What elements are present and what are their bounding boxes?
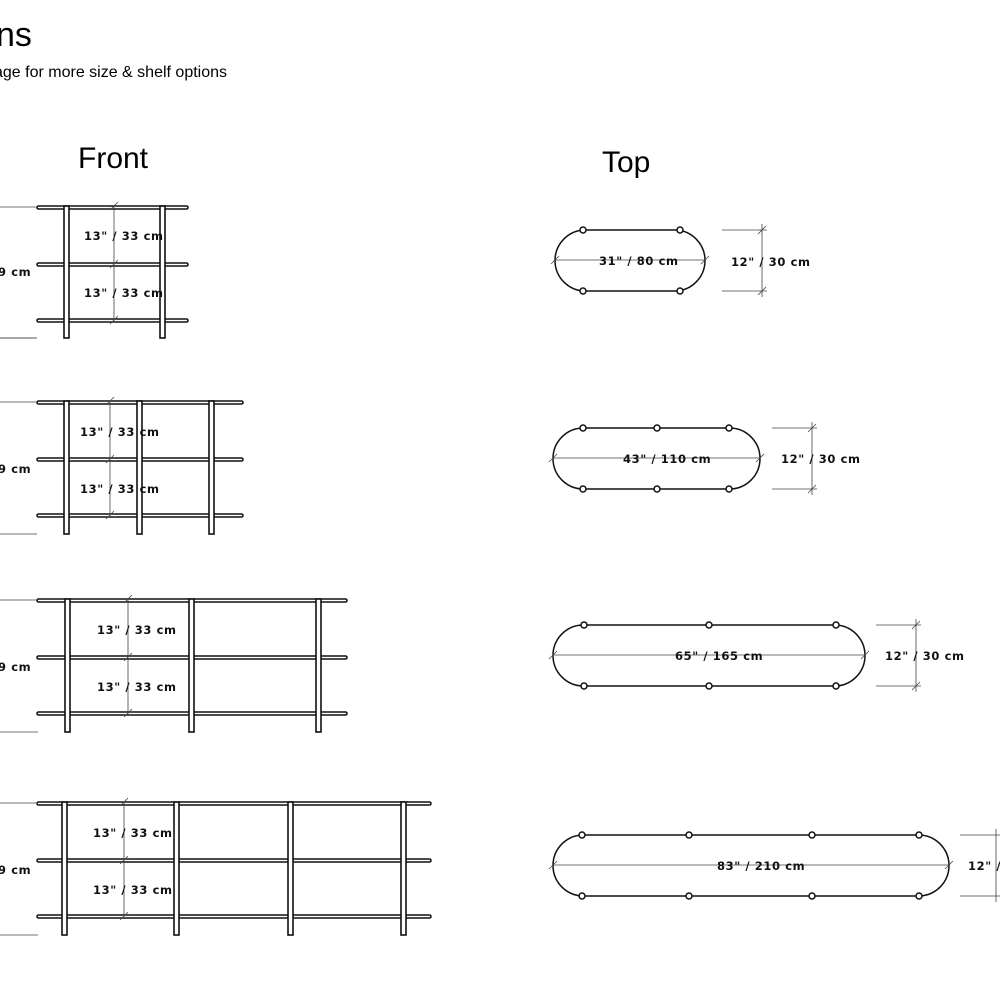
front-view-variant-2 (36, 400, 244, 535)
top-depth-label: 12" / 30 cm (731, 255, 811, 269)
front-column-heading: Front (78, 142, 149, 175)
leg-marker (579, 226, 684, 295)
top-dimension-lines-variant-3 (548, 619, 921, 692)
leg-marker (580, 621, 840, 690)
top-dimension-lines-variant-2 (548, 422, 817, 495)
overall-height-label: 9 cm (0, 265, 31, 279)
top-dimension-lines-variant-4 (548, 829, 1000, 902)
upright-leg (64, 598, 322, 733)
upright-leg (63, 205, 166, 339)
shelf-gap-label: 13" / 33 cm (97, 680, 177, 694)
front-dimension-lines-variant-4 (0, 797, 129, 936)
front-view-variant-1 (36, 205, 189, 339)
top-depth-label: 12" / (968, 859, 1000, 873)
front-dimension-lines-variant-2 (0, 396, 115, 535)
top-length-label: 31" / 80 cm (599, 254, 679, 268)
top-dimension-lines-variant-1 (550, 224, 767, 297)
top-depth-label: 12" / 30 cm (885, 649, 965, 663)
top-column-heading: Top (602, 146, 651, 179)
overall-height-label: 9 cm (0, 660, 31, 674)
front-view-variant-3 (36, 598, 348, 733)
front-view-variant-4 (36, 801, 432, 936)
top-length-label: 43" / 110 cm (623, 452, 711, 466)
shelf-board (36, 801, 432, 919)
overall-height-label: 9 cm (0, 863, 31, 877)
overall-height-label: 9 cm (0, 462, 31, 476)
shelf-gap-label: 13" / 33 cm (80, 425, 160, 439)
shelf-gap-label: 13" / 33 cm (97, 623, 177, 637)
top-length-label: 65" / 165 cm (675, 649, 763, 663)
shelf-gap-label: 13" / 33 cm (80, 482, 160, 496)
leg-marker (578, 831, 923, 900)
page-subtitle: age for more size & shelf options (0, 64, 228, 81)
front-dimension-lines-variant-1 (0, 201, 119, 339)
shelf-gap-label: 13" / 33 cm (93, 883, 173, 897)
shelf-gap-label: 13" / 33 cm (84, 286, 164, 300)
top-length-label: 83" / 210 cm (717, 859, 805, 873)
top-depth-label: 12" / 30 cm (781, 452, 861, 466)
front-dimension-lines-variant-3 (0, 594, 133, 733)
leg-marker (579, 424, 733, 493)
upright-leg (63, 400, 215, 535)
shelf-gap-label: 13" / 33 cm (84, 229, 164, 243)
shelf-gap-label: 13" / 33 cm (93, 826, 173, 840)
page-title: ns (0, 16, 32, 54)
upright-leg (61, 801, 407, 936)
